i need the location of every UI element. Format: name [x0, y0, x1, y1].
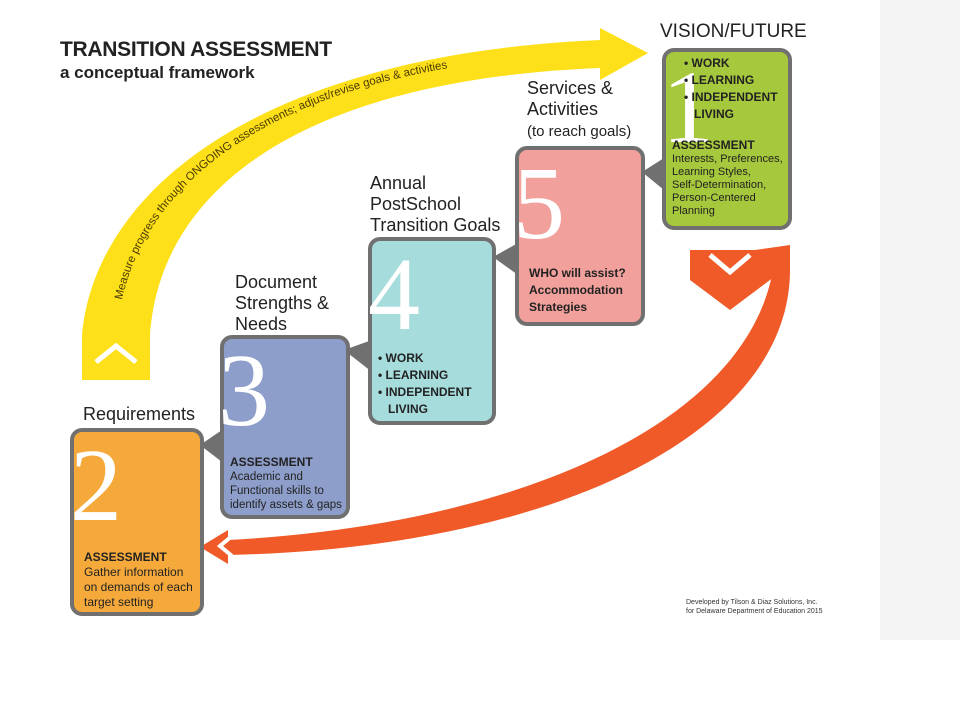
step3-assessment-title: ASSESSMENT — [230, 455, 313, 469]
step2-assessment-line-2: on demands of each — [84, 580, 193, 594]
step4-item-2: • LEARNING — [378, 368, 449, 382]
step3-box: 3 ASSESSMENT Academic and Functional ski… — [218, 333, 350, 519]
step5-number: 5 — [513, 146, 565, 261]
credit-line-2: for Delaware Department of Education 201… — [686, 608, 823, 615]
yellow-arc-arrow — [82, 28, 648, 380]
red-arrow-chevron — [708, 253, 752, 276]
step5-label-line-2: Activities — [527, 99, 599, 119]
step3-assessment-line-2: Functional skills to — [230, 485, 324, 497]
step5-body-line-3: Strategies — [529, 300, 588, 314]
step1-label: VISION/FUTURE — [660, 21, 807, 42]
step1-assessment-line-4: Person-Centered — [672, 192, 756, 204]
step1-item-4: LIVING — [694, 107, 735, 121]
step3-label-line-2: Strengths & — [235, 293, 330, 313]
step2-label: Requirements — [83, 404, 196, 424]
step5-body-line-1: WHO will assist? — [529, 266, 626, 280]
step3-assessment-line-1: Academic and — [230, 471, 303, 483]
step2-assessment-line-3: target setting — [84, 595, 154, 609]
step4-label-line-1: Annual — [370, 173, 427, 193]
connector-3-4 — [344, 340, 372, 372]
step5-box: 5 WHO will assist? Accommodation Strateg… — [513, 146, 645, 326]
credit-text: Developed by Tilson & Diaz Solutions, In… — [686, 598, 823, 616]
connector-2-3 — [200, 430, 222, 462]
step3-assessment-line-3: identify assets & gaps — [230, 499, 342, 511]
arrows-layer: Measure progress through ONGOING assessm… — [82, 28, 790, 564]
step4-number: 4 — [368, 237, 420, 352]
step1-assessment-line-5: Planning — [672, 205, 715, 217]
credit-line-1: Developed by Tilson & Diaz Solutions, In… — [686, 599, 818, 606]
step4-item-4: LIVING — [388, 402, 429, 416]
yellow-arc-chevron — [94, 342, 138, 364]
step1-item-3: • INDEPENDENT — [684, 90, 778, 104]
step1-assessment-line-1: Interests, Preferences, — [672, 153, 783, 165]
connector-4-5 — [493, 243, 518, 275]
red-arrow-head — [690, 250, 790, 310]
step3-label-line-3: Needs — [235, 314, 288, 334]
connector-5-1 — [642, 158, 664, 190]
step1-number: 1 — [662, 50, 714, 165]
diagram-subtitle: a conceptual framework — [60, 63, 255, 82]
red-return-chevron — [216, 534, 234, 558]
step2-assessment-title: ASSESSMENT — [84, 550, 167, 564]
step1-item-2: • LEARNING — [684, 73, 755, 87]
step2-number: 2 — [70, 428, 122, 543]
step4-item-1: • WORK — [378, 351, 424, 365]
red-return-arrow — [200, 245, 790, 564]
step5-label-line-1: Services & — [527, 78, 614, 98]
step3-label-line-1: Document — [235, 272, 318, 292]
step4-label-line-3: Transition Goals — [370, 215, 501, 235]
step1-assessment-title: ASSESSMENT — [672, 138, 755, 152]
step2-box: 2 ASSESSMENT Gather information on deman… — [70, 428, 204, 616]
step5-body-line-2: Accommodation — [529, 283, 624, 297]
step1-box: 1 • WORK • LEARNING • INDEPENDENT LIVING… — [662, 48, 792, 230]
step4-label-line-2: PostSchool — [370, 194, 462, 214]
step4-item-3: • INDEPENDENT — [378, 385, 472, 399]
step3-number: 3 — [218, 333, 270, 448]
step2-assessment-line-1: Gather information — [84, 565, 184, 579]
diagram-title: TRANSITION ASSESSMENT — [60, 38, 332, 61]
right-margin-band — [880, 0, 960, 640]
step4-box: 4 • WORK • LEARNING • INDEPENDENT LIVING — [368, 237, 496, 425]
step5-label-sub: (to reach goals) — [527, 123, 632, 140]
step1-item-1: • WORK — [684, 56, 730, 70]
step1-assessment-line-2: Learning Styles, — [672, 166, 751, 178]
step1-assessment-line-3: Self-Determination, — [672, 179, 767, 191]
